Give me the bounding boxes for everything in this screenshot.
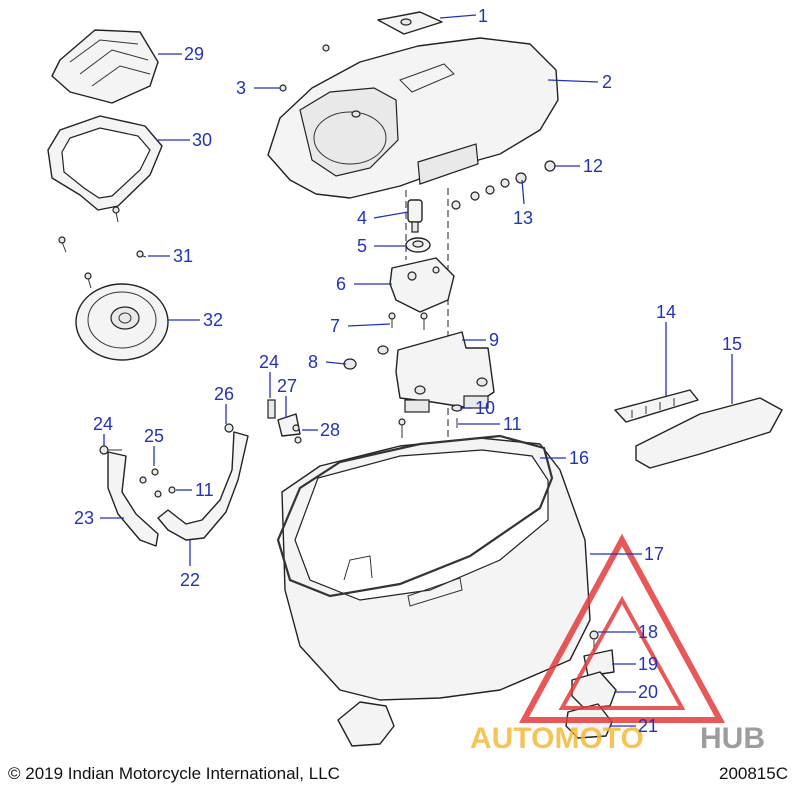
callout-21: 21	[638, 716, 658, 736]
callout-11-left: 11	[195, 480, 214, 500]
part-15-trim	[635, 397, 783, 469]
callout-20: 20	[638, 682, 658, 702]
callout-31: 31	[173, 246, 193, 266]
part-7-screws	[388, 312, 428, 330]
callout-26: 26	[214, 384, 234, 404]
part-12-13-nuts	[451, 160, 556, 210]
callout-16: 16	[569, 448, 589, 468]
part-2-lid	[267, 37, 559, 199]
callout-27: 27	[277, 376, 297, 396]
part-16-gasket	[276, 434, 554, 598]
callout-14: 14	[656, 302, 676, 322]
part-30-speaker-ring	[47, 115, 163, 211]
callout-7: 7	[330, 316, 340, 336]
part-18-screw	[589, 630, 599, 652]
callout-19: 19	[638, 654, 658, 674]
callout-30: 30	[192, 130, 212, 150]
watermark-text-automoto: AUTOMOTO	[470, 722, 644, 755]
part-32-speaker	[75, 283, 169, 361]
callout-12: 12	[583, 156, 603, 176]
watermark-text-hub: HUB	[700, 722, 765, 755]
part-31-screws	[58, 206, 147, 289]
callout-24-mid: 24	[259, 352, 279, 372]
part-10-11-fasteners	[398, 404, 463, 438]
diagram-code: 200815C	[718, 764, 788, 783]
callout-6: 6	[336, 274, 346, 294]
callout-8: 8	[308, 352, 318, 372]
watermark-logo: AUTOMOTO HUB	[470, 533, 765, 755]
callout-5: 5	[357, 236, 367, 256]
bottom-bumper	[337, 701, 395, 747]
callout-9: 9	[489, 330, 499, 350]
part-1-cover-plate	[377, 11, 443, 35]
callout-15: 15	[722, 334, 742, 354]
part-5-grommet	[405, 237, 431, 253]
part-6-latch	[389, 257, 455, 313]
part-29-speaker-grille	[51, 29, 159, 104]
callout-13: 13	[513, 208, 533, 228]
callout-18: 18	[638, 622, 658, 642]
callout-32: 32	[203, 310, 223, 330]
part-23-bracket	[107, 451, 159, 547]
part-4-latch-pin	[407, 199, 423, 233]
copyright-notice: © 2019 Indian Motorcycle International, …	[8, 764, 340, 783]
callout-10: 10	[475, 398, 495, 418]
part-9-bracket	[395, 331, 495, 413]
callout-29: 29	[184, 44, 204, 64]
callout-24-left: 24	[93, 414, 113, 434]
callout-2: 2	[602, 72, 612, 92]
callout-1: 1	[478, 6, 488, 26]
callout-23: 23	[74, 508, 94, 528]
callouts: 1 2 3 4 5 6 7 8 9 10 11 11 12 13 14 15 1	[74, 6, 742, 736]
part-14-hinge	[614, 389, 699, 423]
callout-25: 25	[144, 426, 164, 446]
callout-28: 28	[320, 420, 340, 440]
callout-11-right: 11	[503, 414, 522, 434]
part-27-28-clip	[267, 399, 302, 444]
callout-4: 4	[357, 208, 367, 228]
callout-3: 3	[236, 78, 246, 98]
part-8-stud	[343, 345, 389, 370]
part-22-bracket	[157, 431, 249, 541]
callout-22: 22	[180, 570, 200, 590]
callout-17: 17	[644, 544, 664, 564]
